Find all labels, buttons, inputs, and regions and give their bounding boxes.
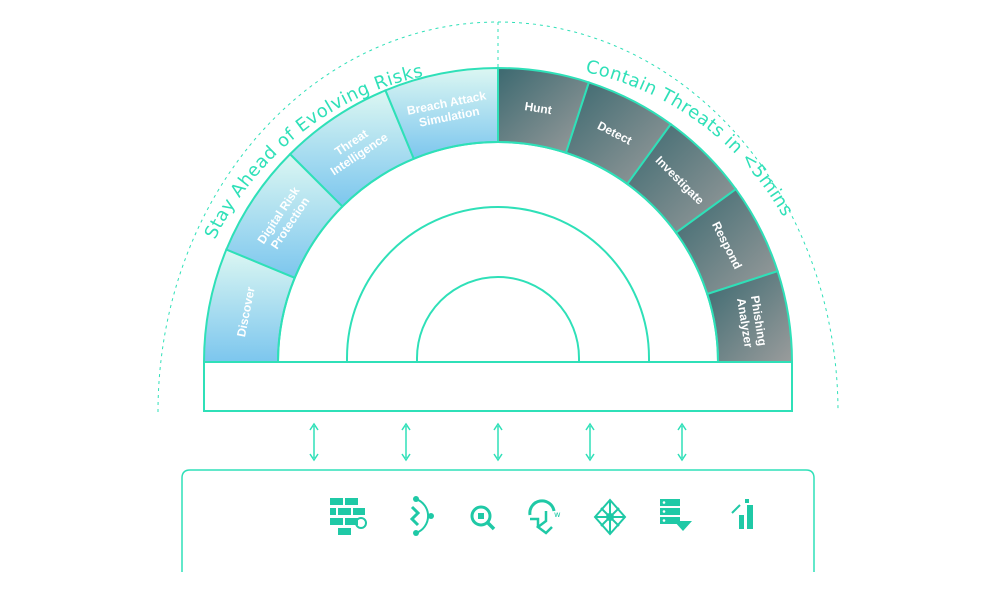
search-scan-icon [470,505,496,531]
connector-arrow [585,422,595,462]
connector-arrow [677,422,687,462]
server-download-icon [660,499,692,531]
endpoint-network-icon [409,496,434,536]
segment-hunt-label: Hunt [524,99,553,117]
connector-arrows [309,422,687,462]
connector-arrow [309,422,319,462]
inner-arch-2 [416,276,580,362]
firewall-icon [330,498,367,535]
mesh-network-icon [593,498,627,536]
svg-text:w: w [554,510,561,519]
middle-arch [277,141,719,363]
outer-dashed-arc [157,21,839,413]
platform-base-bar [203,361,793,412]
inner-arch-1 [346,206,650,362]
integrations-panel [181,469,815,572]
connector-arrow [401,422,411,462]
cloud-network-icon: w [528,499,561,535]
analytics-chart-icon [731,499,753,529]
connector-arrow [493,422,503,462]
integration-icons: w [330,496,753,536]
